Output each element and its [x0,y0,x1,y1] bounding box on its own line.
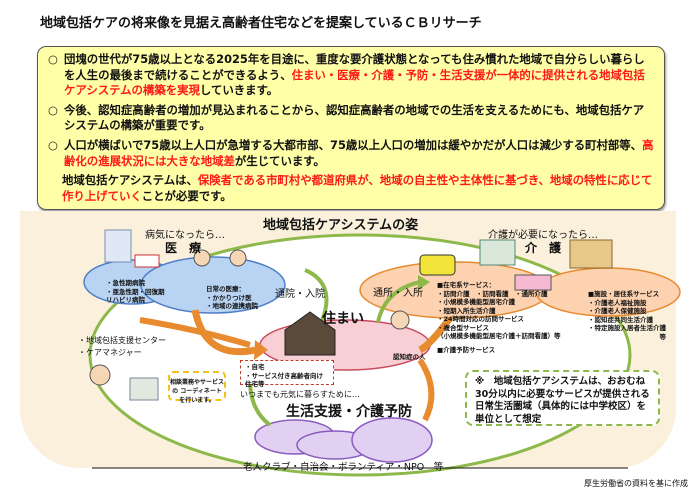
ambulance-icon [134,254,160,268]
service-item: ■在宅系サービス： [437,281,496,289]
medical-heading: 医 療 [165,241,202,255]
coordination-box: 相談業務やサービスの コーディネートを行います。 [168,371,226,404]
summary-conclusion: 地域包括ケアシステムは、保険者である市町村や都道府県が、地域の自主性や主体性に基… [48,173,654,204]
house-icon [284,311,336,356]
facility-item: 等 [659,332,667,341]
service-item: ・複合型サービス [437,323,489,332]
body-text: 今後、認知症高齢者の増加が見込まれることから、認知症高齢者の地域での生活を支える… [63,102,645,133]
prevention-service: ■介護予防サービス [437,345,496,354]
care-van-icon [419,254,456,276]
body-text: 団塊の世代が75歳以上となる2025年を目途に、重度な要介護状態となっても住み慣… [63,52,645,82]
service-item: ・短期入所生活介護 [437,306,496,315]
care-trigger: 介護が必要になったら… [488,230,598,241]
arrow-home-to-care [376,280,421,323]
service-item: （小規模多機能型居宅介護＋訪問看護）等 [437,332,561,340]
daily-medical-item: ・かかりつけ医 [206,293,252,302]
bullet-circle: ○ [48,102,58,117]
bullet-circle: ○ [48,52,58,66]
daycare-label: 通所・入所 [373,288,423,299]
arrow-medical-to-home [191,309,256,356]
diagram-title: 地域包括ケアシステムの姿 [263,218,419,233]
care-manager-icon [89,364,111,386]
source-credit: 厚生労働省の資料を基に作成 [584,479,688,488]
bathtub-icon [514,274,552,291]
facility-item: ・介護老人保健施設 [588,307,647,315]
nurse-icon [229,249,247,267]
arrow-life-to-home [417,358,435,422]
housing-types-box: ・自宅 ・サービス付き高齢者向け住宅等 [240,360,334,388]
highlight-text: 住まい・医療・介護・予防・生活支援が一体的に提供される地域包括ケアシステムの構築… [64,67,645,98]
support-center: ・地域包括支援センター [78,336,166,345]
summary-point: ○ 人口が横ばいで75歳以上人口が急増する大都市部、75歳以上人口の増加は緩やかだ… [48,138,654,169]
bullet-circle: ○ [48,137,58,152]
life-trigger: いつまでも元気に暮らすために… [240,390,360,399]
hospital-item: リハビリ病院 [106,296,145,304]
hospital-item: ・急性期病院 [106,279,145,287]
highlight-text: 保険者である市町村や都道府県が、地域の自主性や主体性に基づき、地域の特性に応じて… [62,173,653,203]
hospital-visit-label: 通院・入院 [275,289,325,300]
medical-trigger: 病気になったら… [145,230,225,241]
care-manager: ・ケアマネジャー [78,348,142,357]
body-text: 地域包括ケアシステムは、 [62,173,198,188]
summary-point: ○ 今後、認知症高齢者の増加が見込まれることから、認知症高齢者の地域での生活を支え… [48,103,654,134]
center-building-icon [129,377,159,401]
home-services-list: ■在宅系サービス： ・訪問介護 ・訪問看護 ・通所介護 ・小規模多機能型居宅介護… [437,281,561,354]
daily-medical-item: 日常の医療： [206,285,245,293]
community-groups: 老人クラブ・自治会・ボランティア・NPO 等 [243,462,444,473]
dementia-label: 認知症の人 [393,353,426,361]
elderly-people-icon [390,310,410,330]
support-center-list: ・地域包括支援センター ・ケアマネジャー [78,335,166,359]
facility-item: ・認知症共同生活介護 [588,315,653,324]
care-house-icon [479,239,516,266]
facility-item: ・介護老人福祉施設 [588,298,647,307]
life-heading: 生活支援・介護予防 [286,404,412,420]
housing-item: ・サービス付き高齢者向け住宅等 [245,371,323,389]
daily-medical-item: ・地域の連携病院 [206,302,258,310]
facility-item: ■施設・居住系サービス [588,290,660,298]
arrow-center-to-home [139,317,251,348]
service-item: ・訪問介護 ・訪問看護 ・通所介護 [437,289,548,298]
facility-item: ・特定施設入居者生活介護 [588,324,666,332]
doctor-icon [193,249,211,267]
care-heading: 介 護 [525,241,562,255]
arrow-care-to-home [418,315,453,354]
daily-medical-list: 日常の医療： ・かかりつけ医 ・地域の連携病院 [206,285,258,311]
facility-services-list: ■施設・居住系サービス ・介護老人福祉施設 ・介護老人保健施設 ・認知症共同生活… [588,290,666,341]
service-item: ・24時間対応の訪問サービス [437,315,525,323]
area-note: ※ 地域包括ケアシステムは、おおむね30分以内に必要なサービスが提供される日常生… [465,370,660,426]
body-text: ことが必要です。 [141,188,232,203]
summary-point: ○ 団塊の世代が75歳以上となる2025年を目途に、重度な要介護状態となっても住み… [48,52,654,99]
hospital-building-icon [104,229,132,263]
body-text: が生じています。 [234,153,325,168]
hospital-item: ・亜急性期・回復期 [106,287,165,296]
highlight-text: 高齢化の進展状況には大きな地域差 [64,137,654,168]
housing-heading: 住まい [322,311,364,327]
page-title: 地域包括ケアの将来像を見据え高齢者住宅などを提案しているＣＢリサーチ [40,16,482,31]
summary-box: ○ 団塊の世代が75歳以上となる2025年を目途に、重度な要介護状態となっても住み… [37,46,665,210]
facility-building-icon [569,239,613,269]
hospital-list: ・急性期病院 ・亜急性期・回復期 リハビリ病院 [106,279,165,305]
life-ellipse-3 [351,417,433,463]
body-text: 人口が横ばいで75歳以上人口が急増する大都市部、75歳以上人口の増加は緩やかだが… [63,137,643,152]
daily-medical-ellipse [140,256,286,314]
body-text: していきます。 [199,83,279,98]
housing-item: ・自宅 [245,363,265,371]
service-item: ・小規模多機能型居宅介護 [437,298,515,306]
